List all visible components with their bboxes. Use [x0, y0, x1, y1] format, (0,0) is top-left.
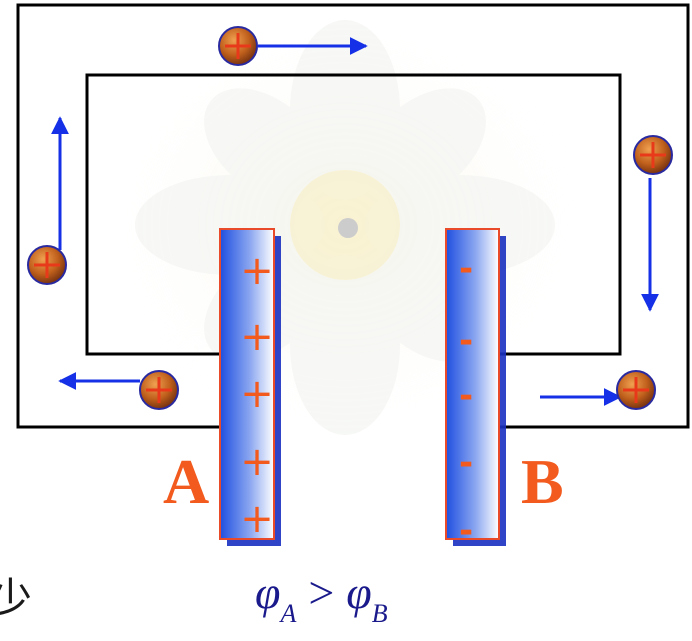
plate-b: - - - - - — [445, 228, 506, 551]
minus-charge-mark: - — [459, 321, 473, 361]
corner-glyph: 少 — [0, 574, 33, 623]
plate-b-charges: - - - - - — [459, 249, 473, 551]
plate-a-label: A — [163, 446, 210, 517]
minus-charge-mark: - — [459, 443, 473, 483]
plus-charge-mark: + — [240, 314, 274, 360]
charge-carriers — [27, 26, 673, 410]
plus-charge-mark: + — [240, 496, 274, 542]
subscript-b: B — [371, 599, 388, 628]
minus-charge-mark: - — [459, 511, 473, 551]
charge-carrier — [27, 245, 67, 285]
minus-charge-mark: - — [459, 249, 473, 289]
plus-charge-mark: + — [240, 371, 274, 417]
plate-a: + + + + + — [219, 228, 281, 546]
plate-b-label: B — [521, 446, 564, 517]
charge-carrier — [633, 135, 673, 175]
flower-watermark — [105, 15, 585, 435]
charge-carrier — [139, 370, 179, 410]
charge-carrier — [218, 26, 258, 66]
motion-arrows — [51, 37, 659, 406]
plus-charge-mark: + — [240, 439, 274, 485]
phi-symbol-a: φ — [255, 567, 281, 618]
inner-wire-loop — [85, 73, 622, 356]
subscript-a: A — [280, 599, 297, 628]
potential-formula: φA>φB — [255, 567, 388, 627]
relation-symbol: > — [308, 567, 335, 618]
plus-charge-mark: + — [240, 248, 274, 294]
charge-carrier — [616, 370, 656, 410]
outer-wire-loop — [16, 3, 690, 429]
phi-symbol-b: φ — [346, 567, 372, 618]
plate-a-charges: + + + + + — [240, 248, 274, 542]
minus-charge-mark: - — [459, 376, 473, 416]
wire-frame — [16, 3, 690, 429]
